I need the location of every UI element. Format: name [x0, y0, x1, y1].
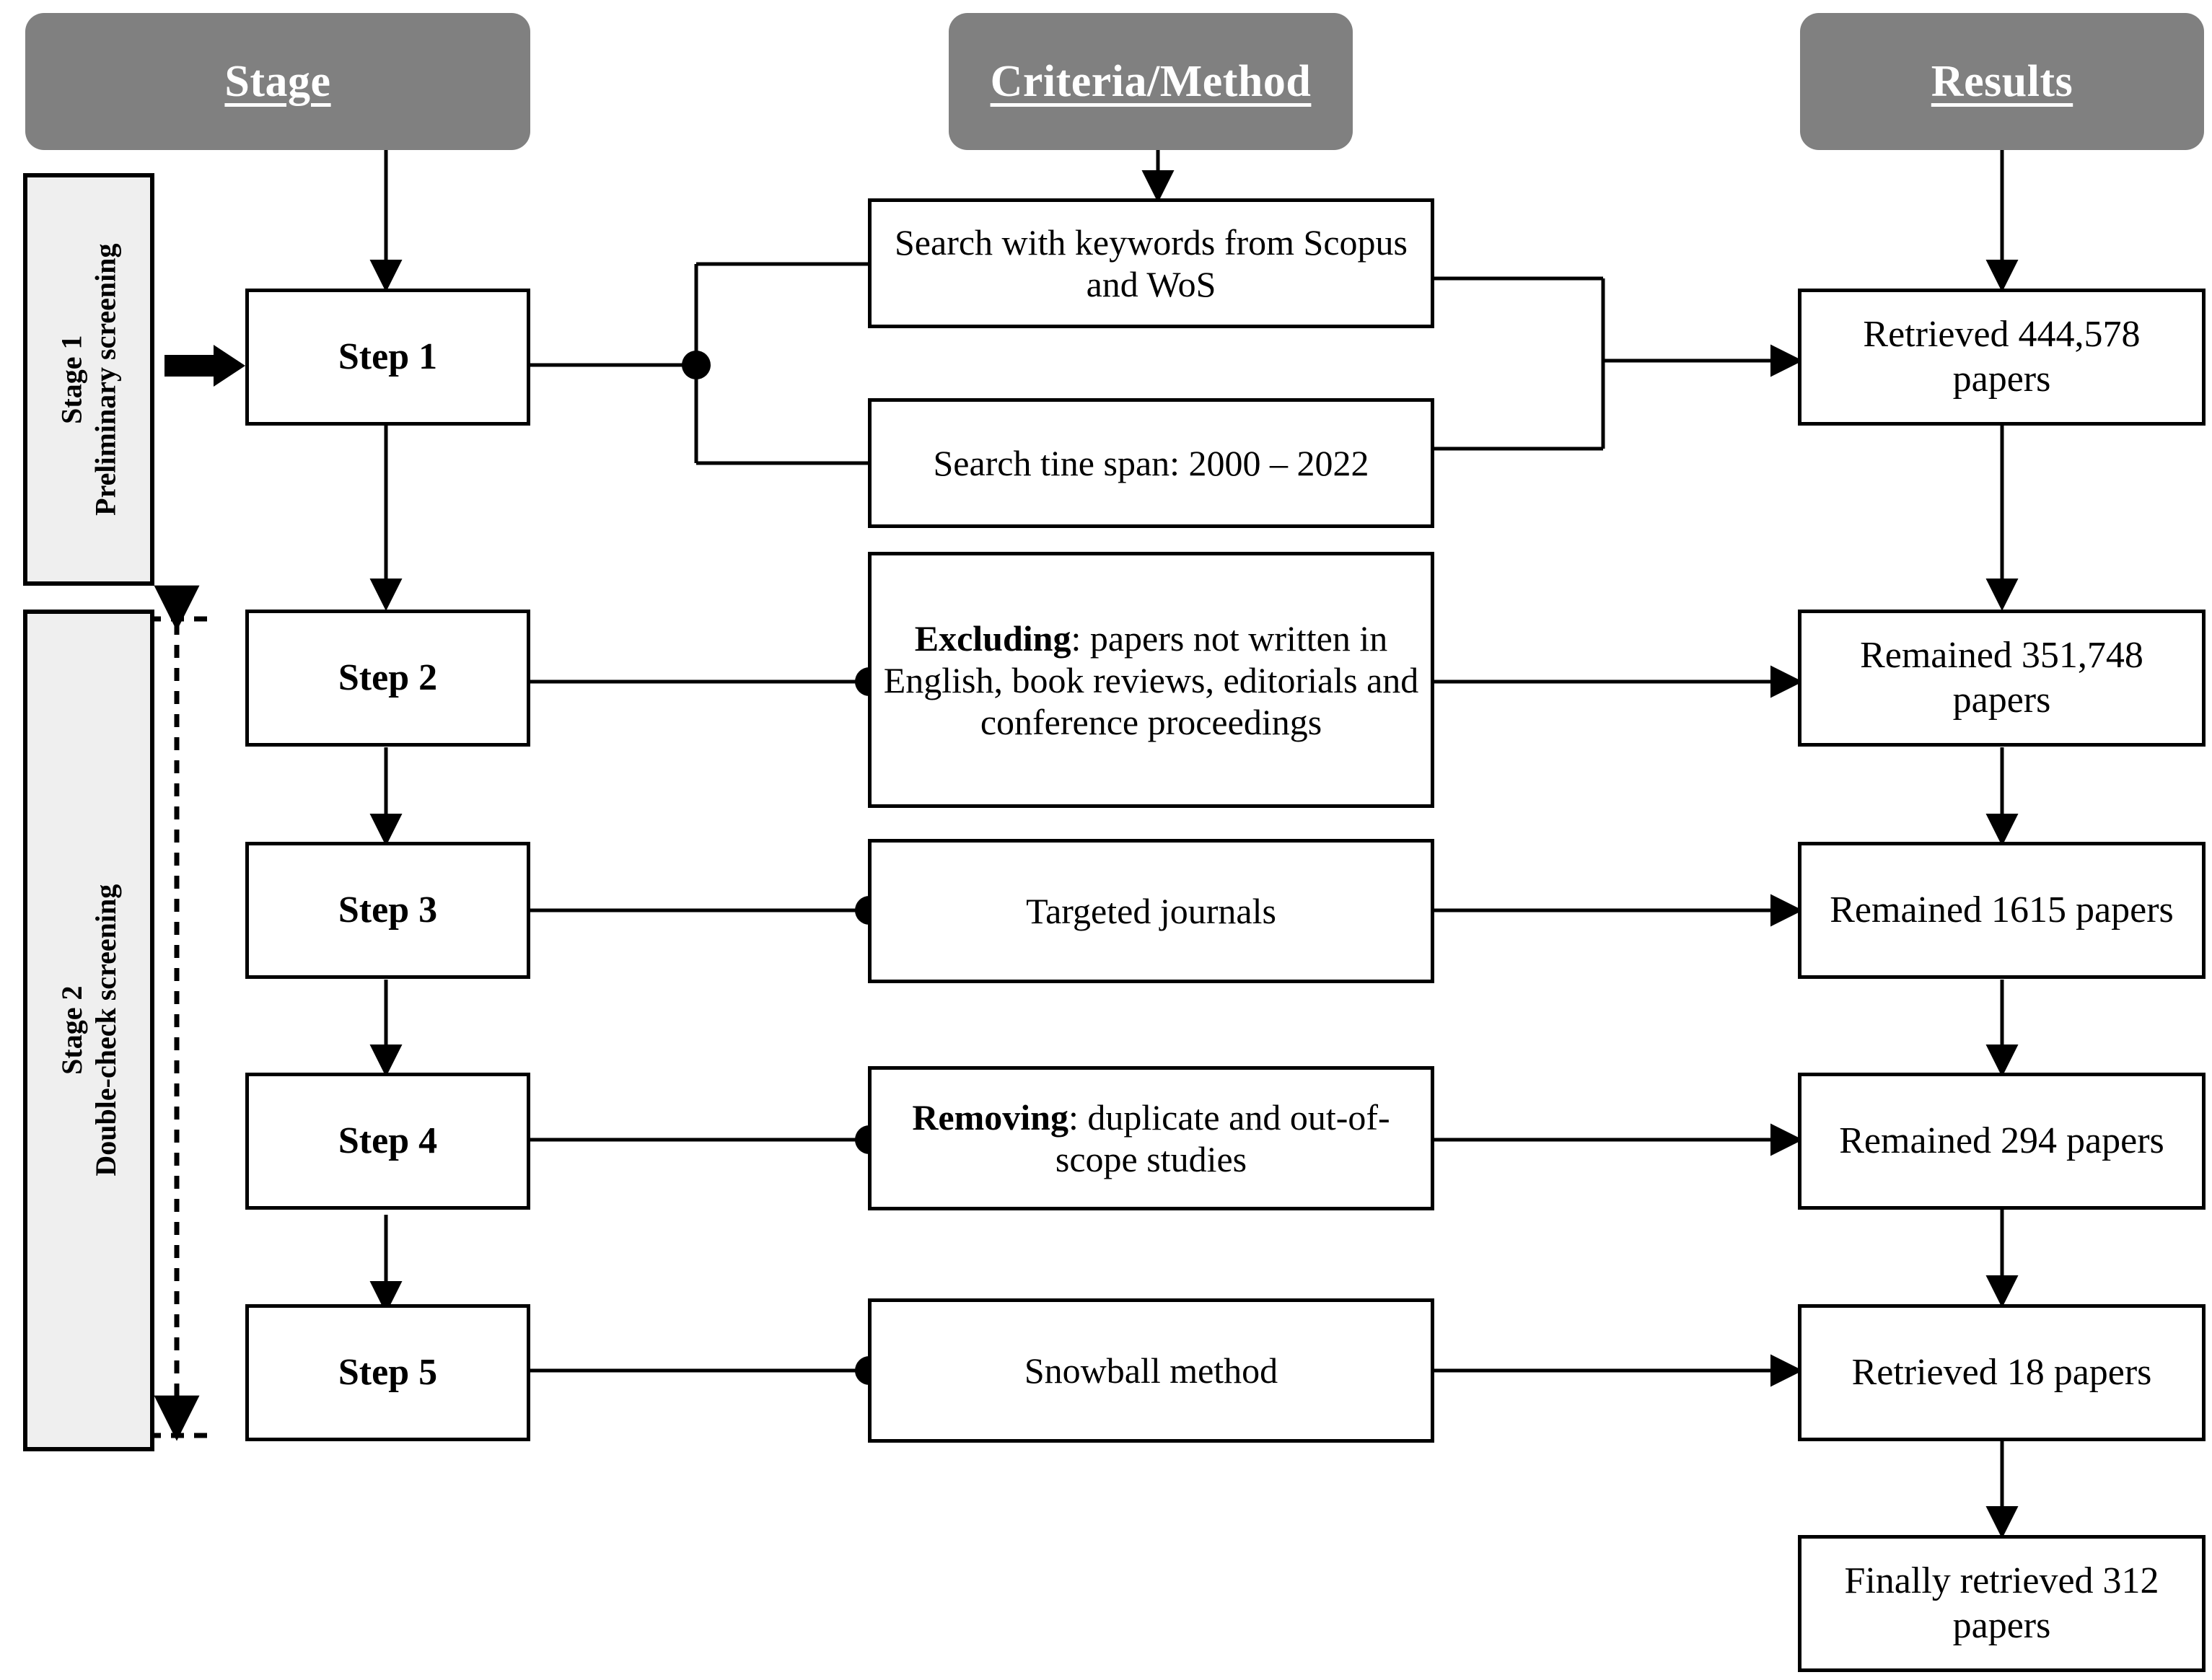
step-box-5[interactable]: Step 5	[245, 1304, 530, 1441]
result-4-text: Remained 294 papers	[1839, 1120, 2164, 1161]
criteria-2-rest: : papers not written in English, book re…	[883, 617, 1419, 742]
result-2-text: Remained 351,748 papers	[1860, 634, 2143, 721]
criteria-2-bold: Excluding	[914, 617, 1071, 659]
criteria-1b-text: Search tine span: 2000 – 2022	[933, 443, 1369, 483]
result-6-text: Finally retrieved 312 papers	[1844, 1560, 2159, 1646]
result-box-6[interactable]: Finally retrieved 312 papers	[1798, 1535, 2206, 1672]
result-box-5[interactable]: Retrieved 18 papers	[1798, 1304, 2206, 1441]
step-box-1[interactable]: Step 1	[245, 289, 530, 426]
result-5-text: Retrieved 18 papers	[1851, 1351, 2152, 1393]
stage-label-2: Stage 2 Double-check screening	[23, 610, 154, 1451]
criteria-5-text: Snowball method	[1024, 1350, 1278, 1391]
criteria-box-time-span[interactable]: Search tine span: 2000 – 2022	[868, 398, 1434, 528]
criteria-3-text: Targeted journals	[1026, 891, 1276, 931]
result-box-1[interactable]: Retrieved 444,578 papers	[1798, 289, 2206, 426]
step-4-label: Step 4	[338, 1120, 438, 1161]
step-box-4[interactable]: Step 4	[245, 1073, 530, 1210]
result-1-text: Retrieved 444,578 papers	[1863, 313, 2141, 400]
result-box-2[interactable]: Remained 351,748 papers	[1798, 610, 2206, 747]
criteria-4-text: Removing: duplicate and out-of-scope stu…	[872, 1096, 1431, 1180]
step-2-label: Step 2	[338, 656, 438, 698]
stage-1-line1: Stage 1	[55, 335, 88, 424]
stage2-span-arrow	[148, 585, 209, 1441]
result-3-text: Remained 1615 papers	[1830, 889, 2174, 931]
criteria-2-text: Excluding: papers not written in English…	[872, 617, 1431, 743]
criteria-box-removing[interactable]: Removing: duplicate and out-of-scope stu…	[868, 1066, 1434, 1210]
header-criteria: Criteria/Method	[949, 13, 1353, 150]
header-results: Results	[1800, 13, 2204, 150]
stage-1-line2: Preliminary screening	[89, 243, 122, 516]
header-stage: Stage	[25, 13, 530, 150]
header-results-label: Results	[1931, 57, 2073, 106]
header-criteria-label: Criteria/Method	[990, 57, 1312, 106]
criteria-box-search-keywords[interactable]: Search with keywords from Scopus and WoS	[868, 198, 1434, 328]
junction-dots	[682, 351, 884, 1385]
stage-2-line2: Double-check screening	[89, 884, 123, 1177]
step-box-2[interactable]: Step 2	[245, 610, 530, 747]
criteria-4-bold: Removing	[912, 1097, 1068, 1138]
criteria-1a-text: Search with keywords from Scopus and WoS	[895, 222, 1408, 304]
result-box-4[interactable]: Remained 294 papers	[1798, 1073, 2206, 1210]
step-5-label: Step 5	[338, 1351, 438, 1393]
step-box-3[interactable]: Step 3	[245, 842, 530, 979]
stage-label-1: Stage 1 Preliminary screening	[23, 173, 154, 586]
criteria-box-snowball[interactable]: Snowball method	[868, 1298, 1434, 1443]
step-1-label: Step 1	[338, 335, 438, 377]
result-box-3[interactable]: Remained 1615 papers	[1798, 842, 2206, 979]
header-stage-label: Stage	[224, 57, 331, 106]
criteria-box-targeted-journals[interactable]: Targeted journals	[868, 839, 1434, 983]
stage-2-line1: Stage 2	[55, 985, 88, 1076]
step-3-label: Step 3	[338, 889, 438, 931]
entry-arrow	[164, 345, 245, 387]
criteria-4-rest: : duplicate and out-of-scope studies	[1055, 1097, 1390, 1179]
criteria-box-excluding[interactable]: Excluding: papers not written in English…	[868, 552, 1434, 808]
